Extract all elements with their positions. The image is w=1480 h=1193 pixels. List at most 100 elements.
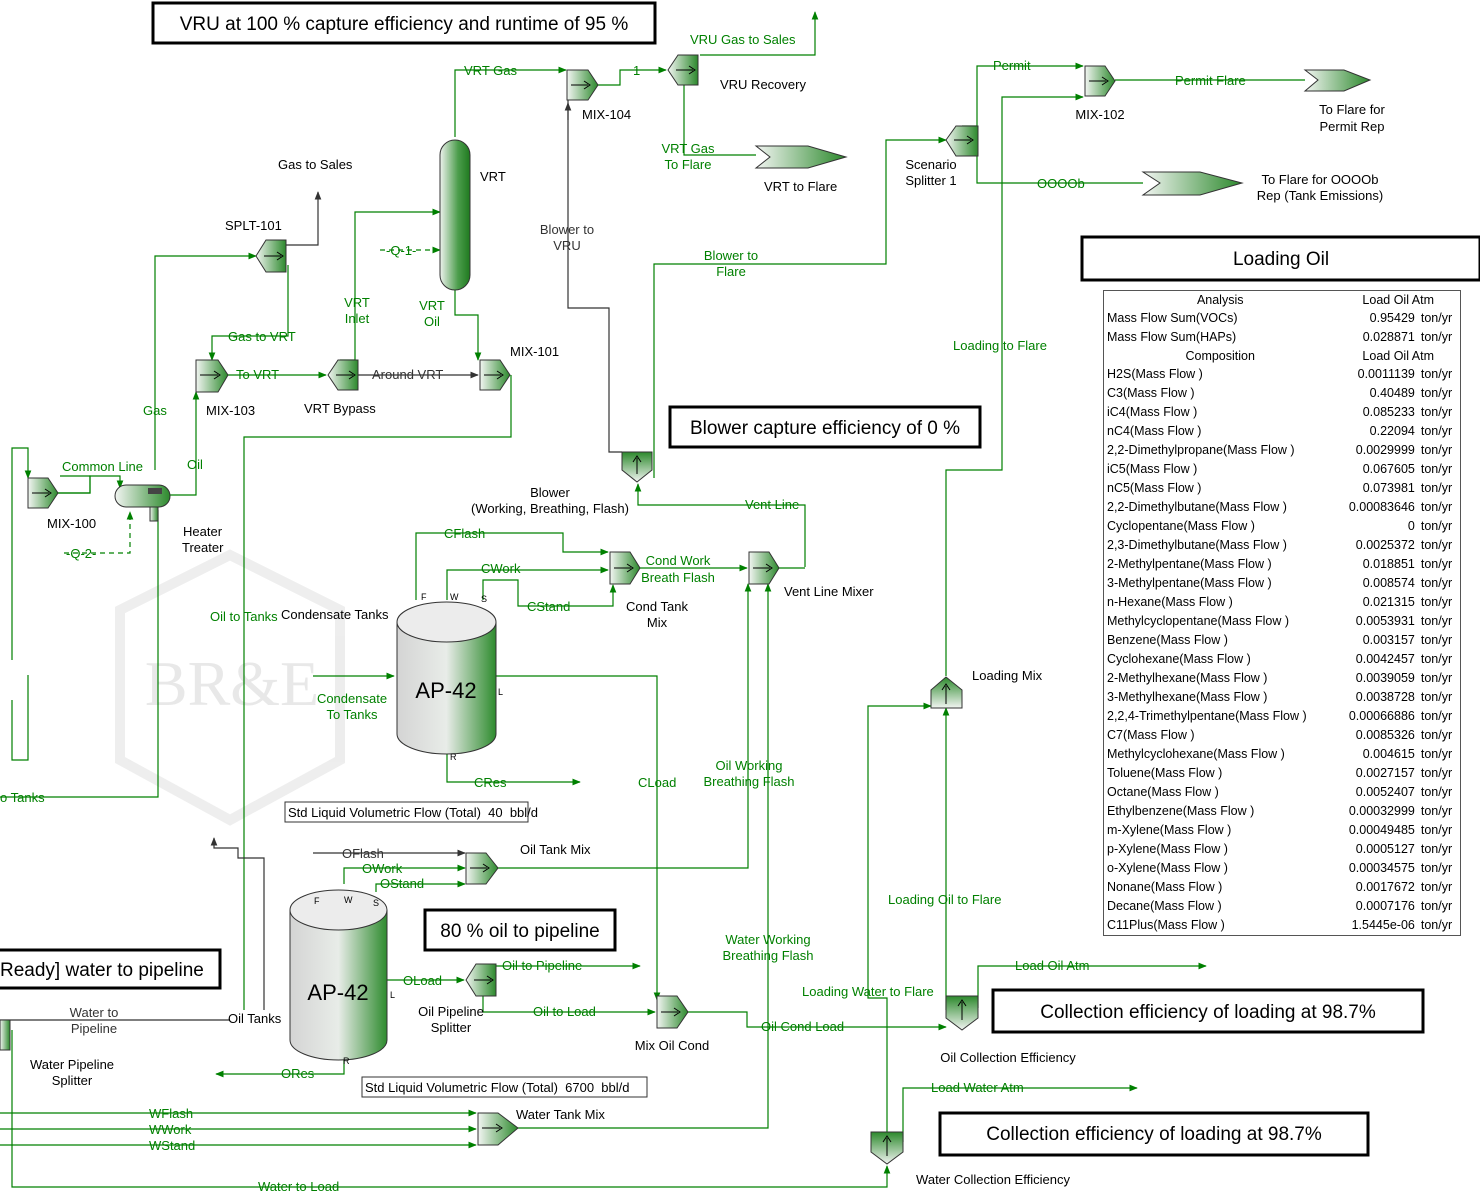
oil-tank[interactable] [289,889,388,1061]
stream-lines [0,11,1305,1188]
vrt-bypass-splitter[interactable] [327,359,359,391]
cload-label: CLoad [638,775,676,790]
oil-to-load-label: Oil to Load [533,1004,596,1019]
row-value: 0.0017672 [1355,880,1415,894]
q2-label: -Q-2- [66,546,96,561]
mix104-label: MIX-104 [582,107,631,122]
mix-101[interactable] [479,359,511,391]
oil-collection-label: Oil Collection Efficiency [940,1050,1076,1065]
cond-tank-mix[interactable] [609,551,641,585]
row-name: Octane(Mass Flow ) [1107,785,1219,799]
oil-splitter-label-2: Splitter [431,1020,472,1035]
condensate-tank[interactable] [396,601,497,755]
row-unit: ton/yr [1420,311,1453,325]
gas-label: Gas [143,403,167,418]
mix-100[interactable] [27,477,59,509]
row-unit: ton/yr [1420,652,1453,666]
row-name: Decane(Mass Flow ) [1107,899,1222,913]
cond-tank-mix-label-2: Mix [647,615,668,630]
row-name: 2-Methylpentane(Mass Flow ) [1107,557,1272,571]
vent-line-mixer[interactable] [748,551,780,585]
scenario-splitter-1[interactable] [945,125,979,157]
blower[interactable] [621,451,653,483]
vrt-to-flare-sink [754,145,848,169]
row-name: iC4(Mass Flow ) [1107,405,1198,419]
row-value: 0.00049485 [1348,823,1415,837]
water-tank-mix[interactable] [477,1112,519,1146]
row-unit: ton/yr [1420,728,1453,742]
to-flare-oooob-label-2: Rep (Tank Emissions) [1257,188,1383,203]
row-name: C11Plus(Mass Flow ) [1107,918,1225,932]
row-name: 2-Methylhexane(Mass Flow ) [1107,671,1268,685]
heater-label-2: Treater [182,540,224,555]
oil-pipeline-note: 80 % oil to pipeline [440,921,600,942]
row-value: 0.0011139 [1357,367,1415,381]
oil-pipeline-splitter[interactable] [465,963,497,997]
vru-recovery-splitter[interactable] [667,54,699,86]
mix-102[interactable] [1084,65,1116,97]
cond-port-f: F [421,592,427,602]
oil-port-l: L [390,990,395,1000]
water-collection-efficiency[interactable] [870,1131,904,1165]
cond-work-label-2: Breath Flash [641,570,715,585]
stream-1-label: 1 [633,63,640,78]
tank-port-labels: F W S L R F W S L R [314,592,503,1066]
around-vrt-label: Around VRT [372,367,443,382]
row-value: 0.0007176 [1355,899,1415,913]
blower-label-2: (Working, Breathing, Flash) [471,501,629,516]
row-name: C7(Mass Flow ) [1107,728,1195,742]
loading-oil-title: Loading Oil [1233,249,1329,270]
vrt-inlet-label-2: Inlet [345,311,370,326]
row-unit: ton/yr [1420,614,1453,628]
vent-line-label: Vent Line [745,497,799,512]
mix-oil-cond[interactable] [656,995,689,1029]
row-unit: ton/yr [1420,462,1453,476]
row-name: n-Hexane(Mass Flow ) [1107,595,1233,609]
row-value: 0.00032999 [1348,804,1415,818]
mix-103[interactable] [195,359,229,393]
oil-tank-mix[interactable] [465,852,499,885]
row-unit: ton/yr [1420,899,1453,913]
analysis-col-header: Load Oil Atm [1362,293,1434,307]
vrt-column[interactable] [439,139,471,291]
vru-gas-to-sales-label: VRU Gas to Sales [690,32,796,47]
row-name: Mass Flow Sum(VOCs) [1107,311,1238,325]
mix102-label: MIX-102 [1075,107,1124,122]
splt-101[interactable] [255,239,287,273]
heater-treater[interactable] [114,484,171,522]
mix-104[interactable] [566,69,599,101]
row-unit: ton/yr [1420,861,1453,875]
blower-label-1: Blower [530,485,570,500]
row-unit: ton/yr [1420,880,1453,894]
loading-mix-label: Loading Mix [972,668,1043,683]
table-row: 2,2-Dimethylbutane(Mass Flow )0.00083646… [1104,498,1460,517]
note-boxes [0,1,1480,1157]
to-flare-oooob-label-1: To Flare for OOOOb [1261,172,1378,187]
oload-label: OLoad [403,973,442,988]
loading-mix[interactable] [930,676,963,709]
oil-to-pipeline-label: Oil to Pipeline [502,958,582,973]
water-pipeline-splitter[interactable] [0,1019,11,1051]
loading-oil-to-flare-label: Loading Oil to Flare [888,892,1001,907]
oil-collection-efficiency[interactable] [945,995,979,1031]
scenario-splitter-label-2: Splitter 1 [905,173,956,188]
water-wbf-label-2: Breathing Flash [722,948,813,963]
to-tanks-label: o Tanks [0,790,45,805]
cond-port-w: W [450,592,459,602]
row-value: 1.5445e-06 [1351,918,1415,932]
composition-header: Composition [1185,349,1255,363]
row-unit: ton/yr [1420,386,1453,400]
splt101-label: SPLT-101 [225,218,282,233]
cond-work-label-1: Cond Work [646,553,711,568]
